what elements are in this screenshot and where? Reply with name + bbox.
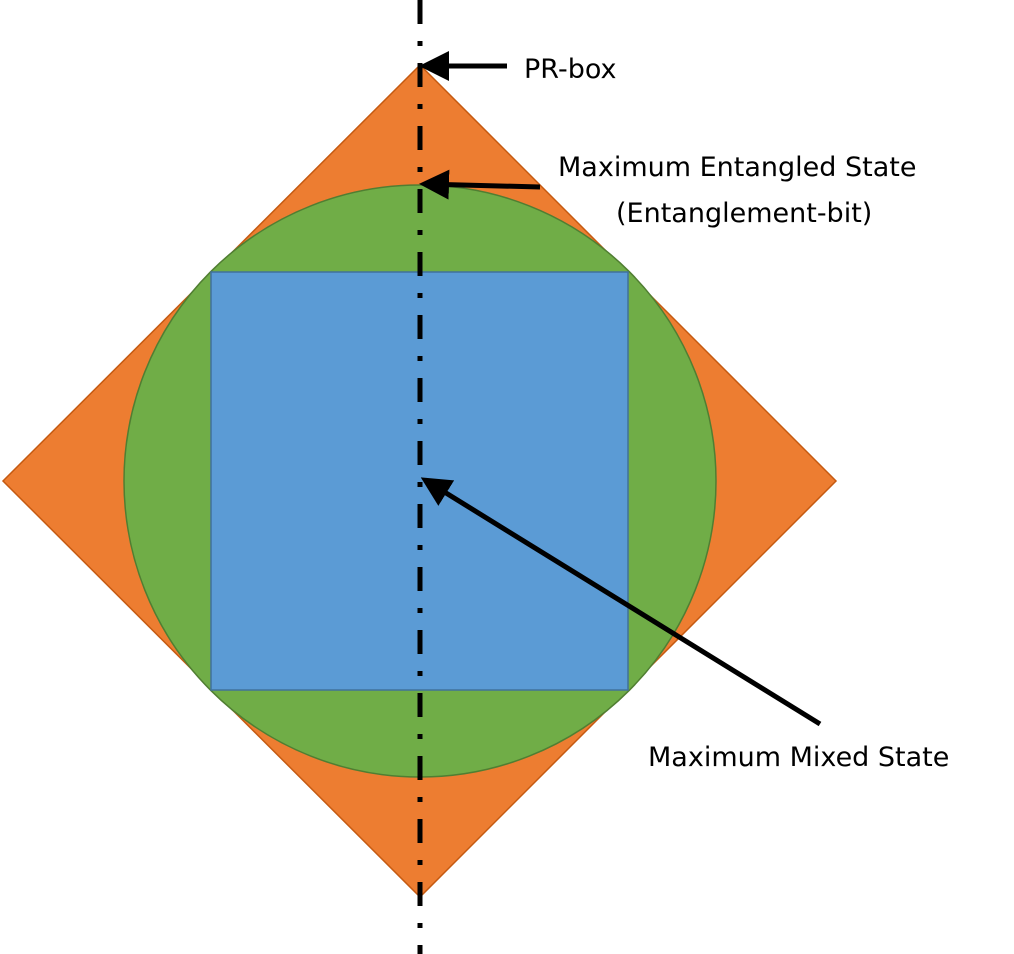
max-entangled-sublabel: (Entanglement-bit) bbox=[616, 198, 872, 229]
max-mixed-arrow bbox=[420, 477, 822, 727]
pr-box-label: PR-box bbox=[524, 54, 617, 85]
max-mixed-label: Maximum Mixed State bbox=[648, 742, 949, 773]
max-entangled-label: Maximum Entangled State bbox=[558, 152, 916, 183]
inner-square bbox=[210, 271, 629, 691]
max-entangled-arrow bbox=[419, 169, 541, 200]
